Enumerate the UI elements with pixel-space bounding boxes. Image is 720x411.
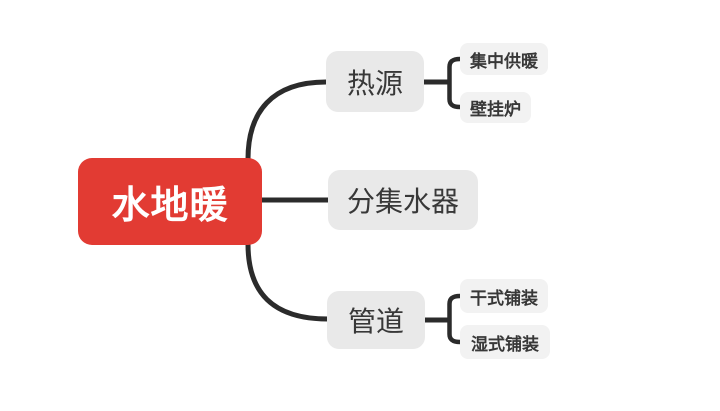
connector-pipes-bracket <box>447 293 463 345</box>
leaf-node-dry-installation[interactable]: 干式铺装 <box>460 279 548 313</box>
leaf-node-wall-mounted-boiler[interactable]: 壁挂炉 <box>460 92 531 123</box>
root-node-water-floor-heating[interactable]: 水地暖 <box>78 158 262 245</box>
branch-node-manifold[interactable]: 分集水器 <box>328 170 478 230</box>
leaf-node-wet-installation[interactable]: 湿式铺装 <box>460 325 550 359</box>
branch-node-heat-source[interactable]: 热源 <box>326 51 424 112</box>
leaf-node-central-heating[interactable]: 集中供暖 <box>460 43 548 75</box>
connector-root-to-heat-source <box>245 79 329 162</box>
connector-root-to-pipes <box>245 241 331 322</box>
branch-node-pipes[interactable]: 管道 <box>327 291 425 349</box>
connector-heat-source-bracket <box>447 56 463 110</box>
